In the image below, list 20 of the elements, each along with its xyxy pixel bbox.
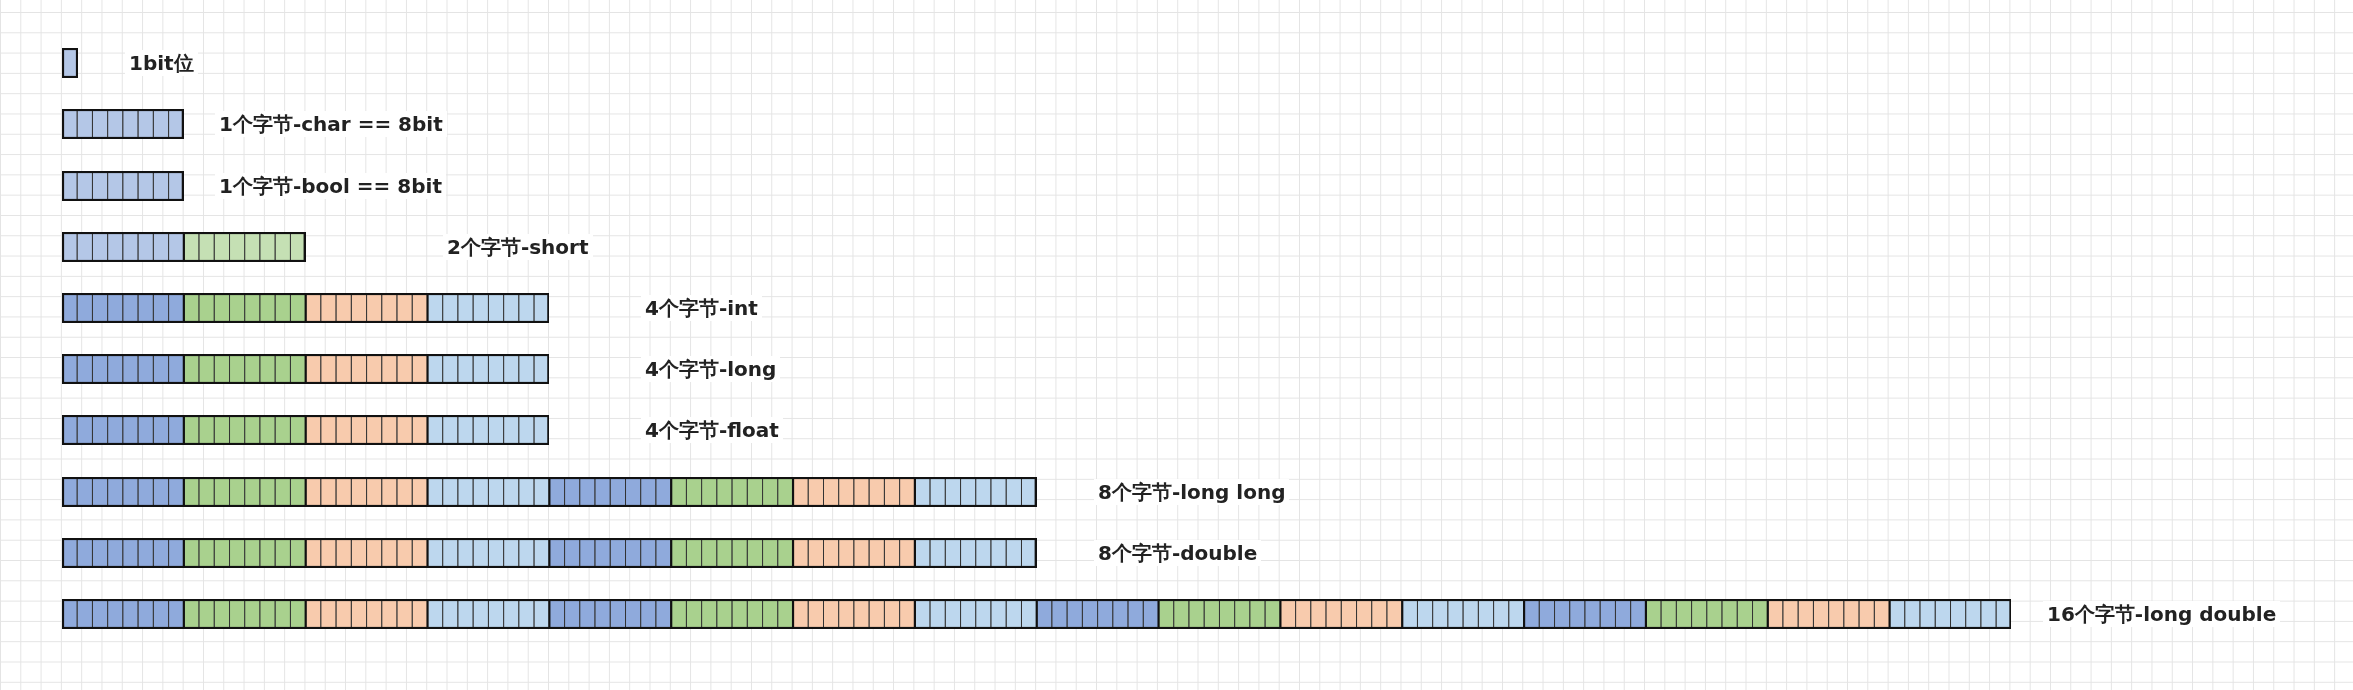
- type-label: 1个字节-bool == 8bit: [215, 173, 446, 199]
- memory-bar: [62, 354, 550, 384]
- memory-bar: [62, 232, 306, 262]
- type-label: 8个字节-long long: [1094, 479, 1290, 505]
- type-label: 4个字节-long: [641, 356, 781, 382]
- memory-bar: [62, 171, 184, 201]
- type-label: 2个字节-short: [443, 234, 593, 260]
- type-label: 8个字节-double: [1094, 540, 1262, 566]
- memory-bar: [62, 599, 2012, 629]
- memory-bar: [62, 109, 184, 139]
- type-label: 4个字节-int: [641, 295, 762, 321]
- type-label: 16个字节-long double: [2043, 601, 2281, 627]
- type-label: 1个字节-char == 8bit: [215, 111, 447, 137]
- type-label: 1bit位: [125, 50, 198, 76]
- memory-bar: [62, 477, 1037, 507]
- memory-bar: [62, 48, 78, 78]
- memory-bar: [62, 538, 1037, 568]
- memory-bar: [62, 293, 550, 323]
- memory-bar: [62, 415, 550, 445]
- type-label: 4个字节-float: [641, 417, 783, 443]
